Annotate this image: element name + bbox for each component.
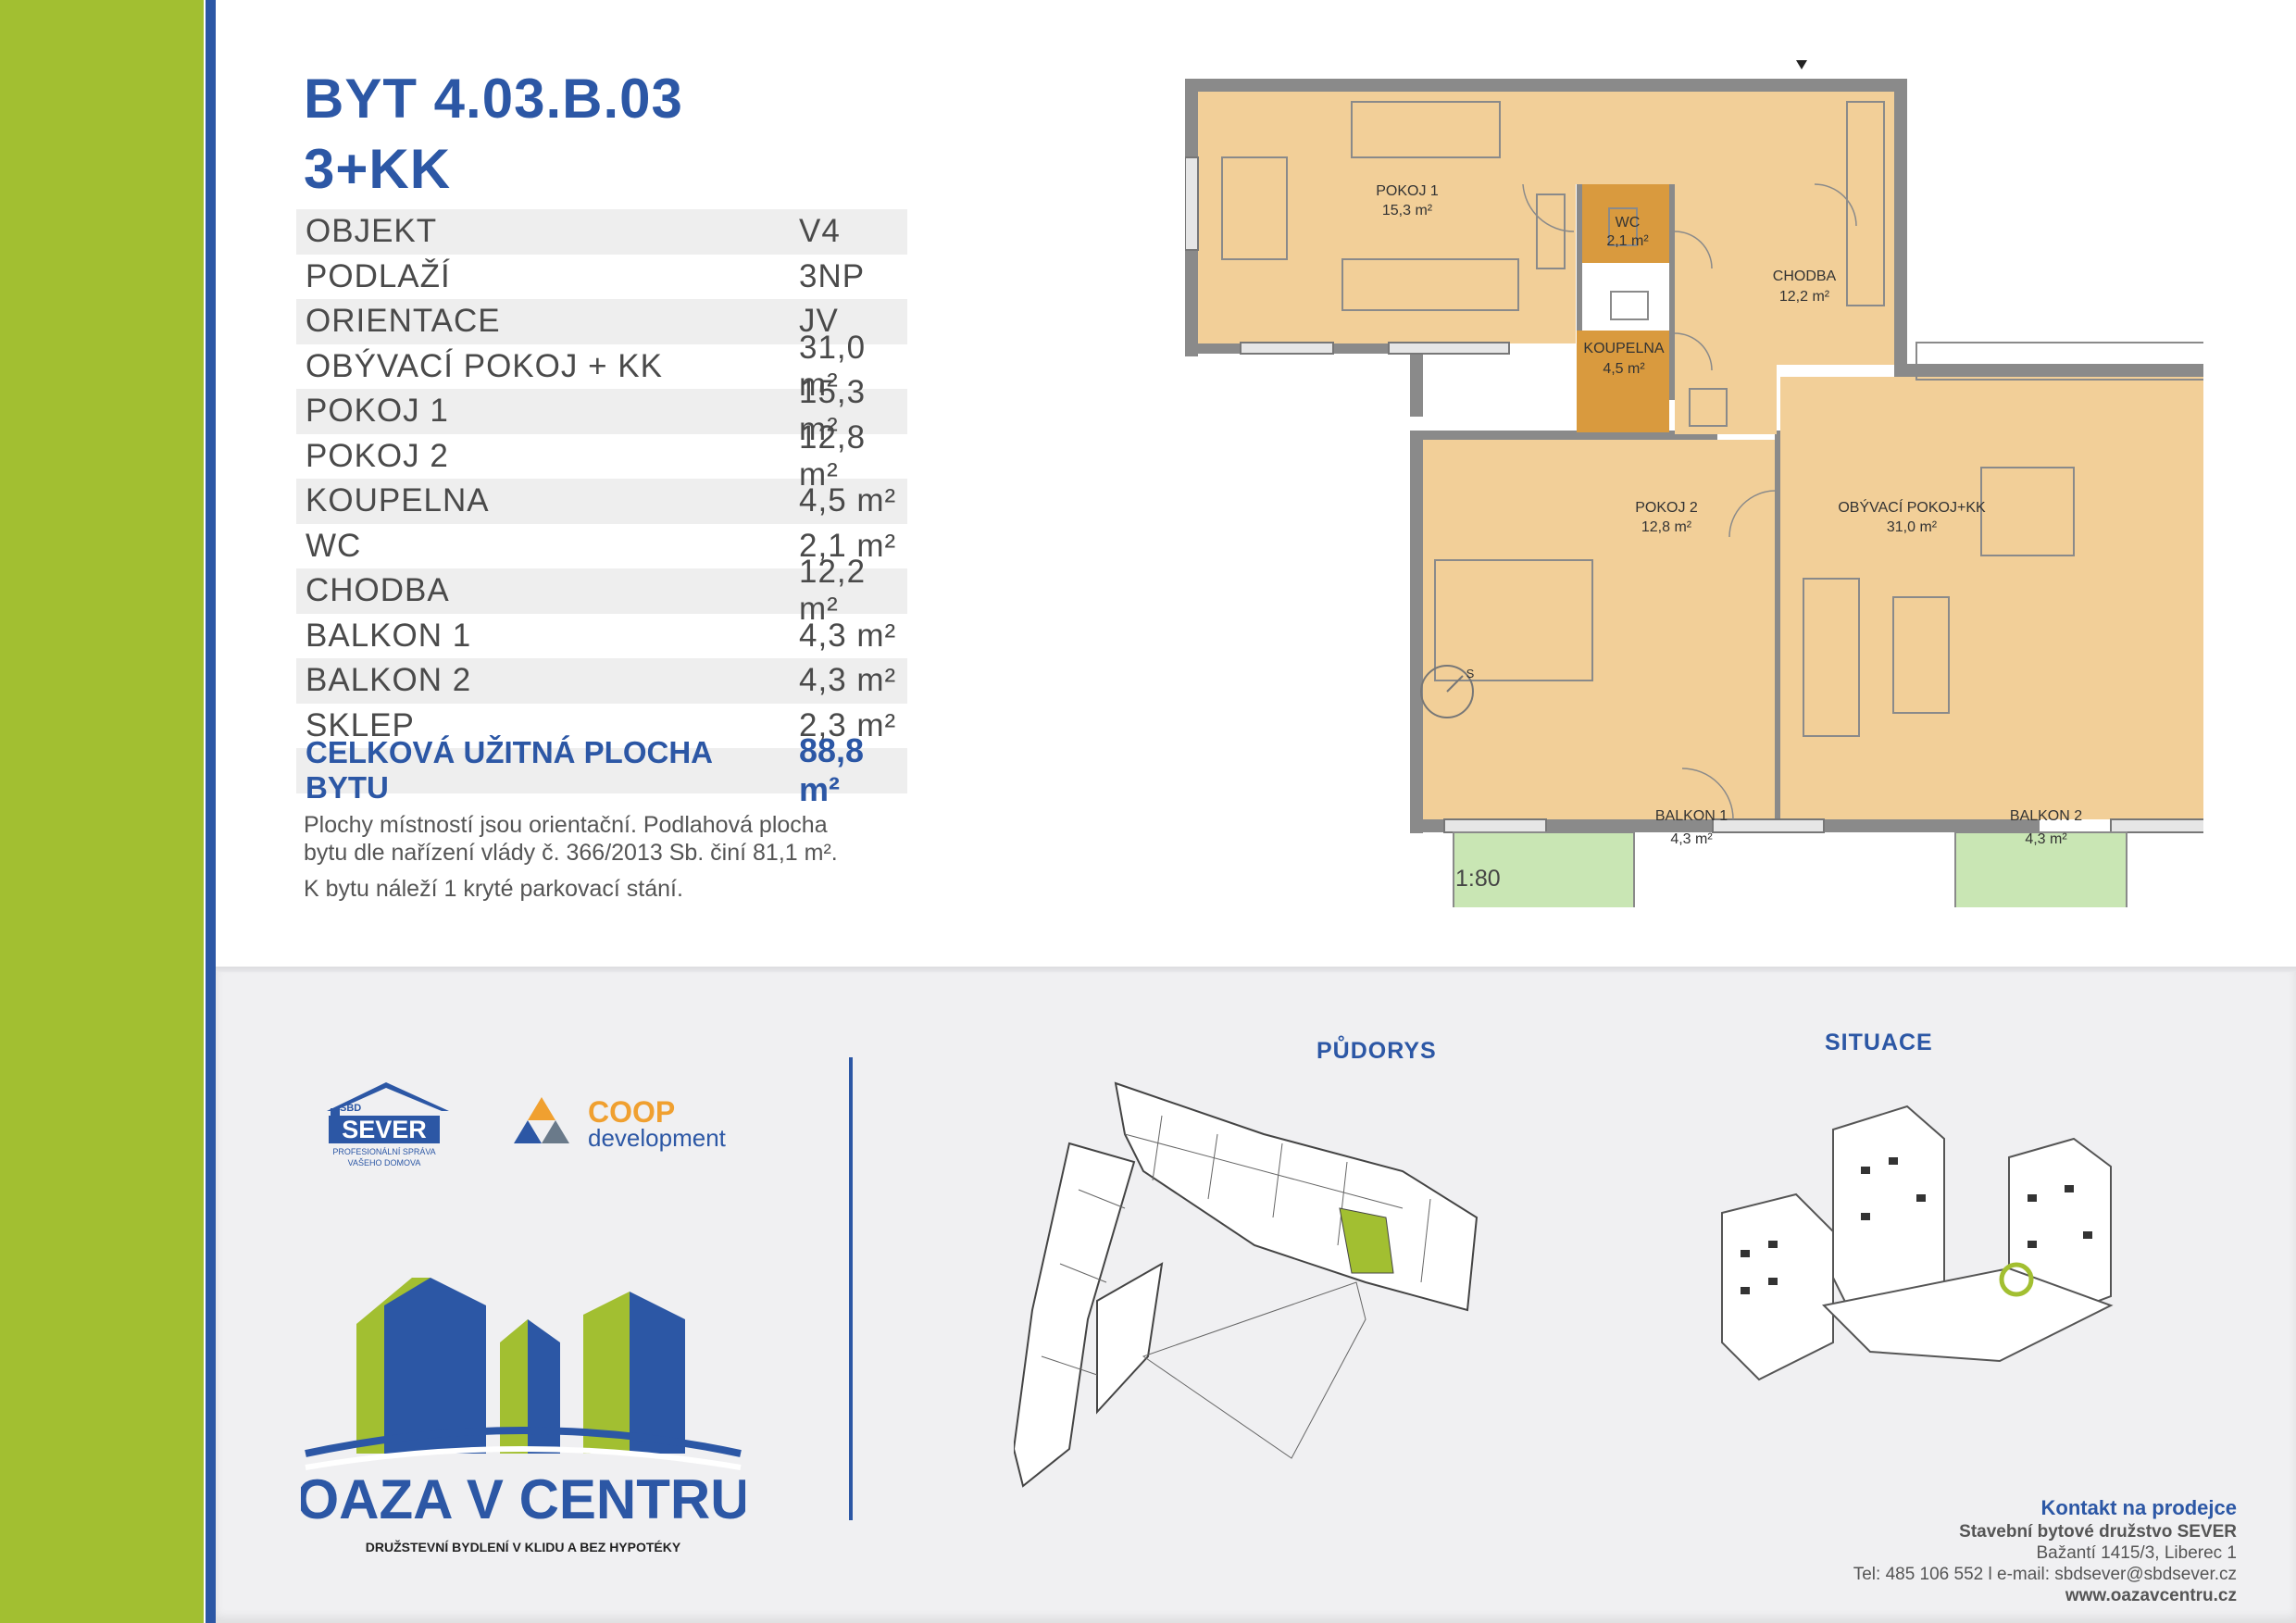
spec-label: KOUPELNA (306, 482, 490, 519)
note-line-2: bytu dle nařízení vlády č. 366/2013 Sb. … (304, 840, 838, 866)
room-balkon2-area: 4,3 m² (2025, 831, 2067, 847)
spec-row: KOUPELNA 4,5 m² (296, 479, 907, 524)
spec-value: 12,2 m² (799, 554, 867, 628)
spec-value: JV (799, 303, 839, 340)
spec-value: 15,3 m² (799, 374, 867, 448)
coop-logo-name: COOP (588, 1095, 675, 1129)
coop-logo: COOP development (514, 1095, 727, 1152)
sever-logo-tag2: VAŠEHO DOMOVA (348, 1158, 421, 1167)
blue-side-line (206, 0, 216, 1623)
contact-block: Kontakt na prodejce Stavební bytové druž… (1853, 1495, 2237, 1606)
room-koupelna-name: KOUPELNA (1583, 341, 1664, 356)
spec-label: OBJEKT (306, 213, 438, 250)
spec-value: 4,3 m² (799, 617, 897, 654)
spec-table: OBJEKT V4 PODLAŽÍ 3NP ORIENTACE JV OBÝVACÍ … (296, 209, 907, 808)
plan-scale: 1:80 (1455, 866, 1501, 892)
spec-label: BALKON 2 (306, 662, 472, 699)
sever-logo: SBD SEVER PROFESIONÁLNÍ SPRÁVA VAŠEHO DO… (327, 1082, 449, 1167)
room-chodba-area: 12,2 m² (1779, 289, 1830, 305)
room-pokoj1-area: 15,3 m² (1382, 203, 1433, 218)
spec-row: PODLAŽÍ 3NP (296, 255, 907, 300)
oaza-logo-tag: DRUŽSTEVNÍ BYDLENÍ V KLIDU A BEZ HYPOTÉK… (366, 1539, 681, 1554)
room-floors (1198, 92, 2203, 819)
spec-value: 12,8 m² (799, 418, 867, 493)
situace-title: SITUACE (1825, 1030, 1933, 1055)
spec-row: POKOJ 2 12,8 m² (296, 419, 907, 493)
situace-building-3d (1721, 1105, 2114, 1381)
spec-label: PODLAŽÍ (306, 257, 451, 294)
plan-doors (1522, 183, 1857, 820)
spec-total-row: CELKOVÁ UŽITNÁ PLOCHA BYTU 88,8 m² (296, 731, 907, 808)
spec-value: 3NP (799, 257, 866, 294)
spec-row: SKLEP 2,3 m² (296, 704, 907, 749)
coop-logo-sub: development (588, 1124, 727, 1152)
spec-label: OBÝVACÍ POKOJ + KK (306, 347, 663, 384)
compass-needle (1446, 675, 1464, 693)
room-koupelna-area: 4,5 m² (1603, 361, 1645, 377)
spec-row: POKOJ 1 15,3 m² (296, 374, 907, 447)
note-line-1: Plochy místností jsou orientační. Podlah… (304, 812, 828, 838)
spec-label: ORIENTACE (306, 303, 501, 340)
spec-row: ORIENTACE JV (296, 299, 907, 344)
room-balkon1-name: BALKON 1 (1655, 808, 1728, 824)
spec-row: OBÝVACÍ POKOJ + KK 31,0 m² (296, 330, 907, 403)
spec-row: BALKON 2 4,3 m² (296, 658, 907, 704)
spec-value: V4 (799, 213, 841, 250)
balcony-2-floor (1954, 831, 2128, 907)
spec-value: 4,3 m² (799, 662, 897, 699)
contact-company: Stavební bytové družstvo SEVER (1959, 1522, 2237, 1542)
pudorys-building-plan (1014, 1081, 1479, 1488)
spec-value: 31,0 m² (799, 329, 867, 403)
room-wc-area: 2,1 m² (1606, 233, 1649, 249)
spec-row: WC 2,1 m² (296, 524, 907, 569)
spec-label: POKOJ 2 (306, 437, 449, 474)
plan-windows (1185, 156, 2203, 833)
spec-value: 2,1 m² (799, 527, 897, 564)
spec-label: SKLEP (306, 706, 415, 743)
room-pokoj2-area: 12,8 m² (1641, 519, 1692, 535)
sever-logo-tag1: PROFESIONÁLNÍ SPRÁVA (332, 1147, 435, 1156)
floor-plan: S POKOJ 1 15,3 m² WC 2,1 m² CHODBA 12,2 … (1185, 60, 2203, 907)
green-side-bar (0, 0, 204, 1623)
oaza-logo: OAZA V CENTRU DRUŽSTEVNÍ BYDLENÍ V KLIDU… (301, 1278, 745, 1554)
plan-walls (1185, 79, 2203, 833)
total-label: CELKOVÁ UŽITNÁ PLOCHA BYTU (306, 735, 712, 805)
spec-row: CHODBA 12,2 m² (296, 554, 907, 627)
sever-logo-name: SEVER (342, 1116, 427, 1143)
spec-row: BALKON 1 4,3 m² (296, 614, 907, 659)
room-chodba-name: CHODBA (1773, 268, 1837, 284)
spec-label: WC (306, 527, 362, 564)
oaza-logo-name: OAZA V CENTRU (301, 1468, 745, 1530)
spec-value: 2,3 m² (799, 706, 897, 743)
contact-heading: Kontakt na prodejce (2040, 1496, 2237, 1519)
entrance-marker (1796, 60, 1807, 69)
spec-label: POKOJ 1 (306, 393, 449, 430)
contact-address: Bažantí 1415/3, Liberec 1 (2036, 1543, 2237, 1563)
room-obyvaci-area: 31,0 m² (1887, 519, 1938, 535)
apartment-title: BYT 4.03.B.03 (304, 68, 683, 130)
apartment-layout: 3+KK (304, 138, 452, 200)
spec-label: CHODBA (306, 572, 450, 609)
room-obyvaci-name: OBÝVACÍ POKOJ+KK (1838, 498, 1986, 516)
total-value: 88,8 m² (799, 731, 865, 809)
room-pokoj1-name: POKOJ 1 (1376, 183, 1439, 199)
room-wc-name: WC (1616, 215, 1641, 231)
room-pokoj2-name: POKOJ 2 (1635, 500, 1698, 516)
spec-row: OBJEKT V4 (296, 209, 907, 255)
contact-phone-email[interactable]: Tel: 485 106 552 l e-mail: sbdsever@sbds… (1853, 1565, 2237, 1584)
room-balkon2-name: BALKON 2 (2010, 808, 2082, 824)
sever-logo-top: SBD (340, 1103, 361, 1114)
contact-web-link[interactable]: www.oazavcentru.cz (2065, 1586, 2237, 1605)
spec-value: 4,5 m² (799, 482, 897, 519)
plan-furniture (1221, 101, 2203, 737)
balcony-1-floor (1453, 831, 1635, 907)
pudorys-title: PŮDORYS (1316, 1038, 1437, 1064)
section-divider (849, 1057, 853, 1520)
note-line-3: K bytu náleží 1 kryté parkovací stání. (304, 876, 683, 902)
room-balkon1-area: 4,3 m² (1670, 831, 1713, 847)
compass-label: S (1466, 667, 1475, 680)
spec-label: BALKON 1 (306, 617, 472, 654)
lower-section-shadow (216, 967, 2296, 976)
compass (1420, 665, 1474, 718)
